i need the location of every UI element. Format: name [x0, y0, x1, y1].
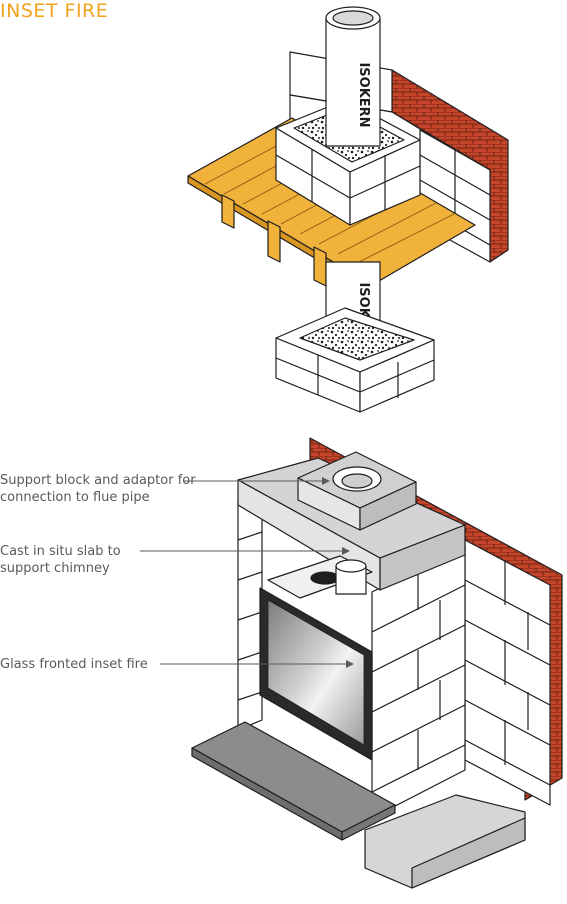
timber-joist — [267, 220, 281, 263]
inset-fire-glass — [267, 599, 365, 746]
brand-text-upper: ISOKERN — [356, 62, 371, 127]
block-pier-left — [237, 491, 263, 731]
flue-pipe-upper: ISOKERN — [325, 6, 381, 147]
leader-lines — [140, 477, 354, 668]
inset-fire-illustration — [191, 437, 563, 889]
label-support-block: Support block and adaptor for connection… — [0, 473, 196, 505]
label-cast-slab: Cast in situ slab to support chimney — [0, 544, 121, 576]
timber-joist — [221, 194, 235, 229]
upper-chimney-illustration: ISOKERN ISOKERN — [187, 6, 509, 413]
timber-joist — [313, 246, 327, 287]
label-glass-fire: Glass fronted inset fire — [0, 657, 148, 672]
block-wall-side — [464, 539, 551, 806]
diagram-title: INSET FIRE — [0, 0, 109, 22]
